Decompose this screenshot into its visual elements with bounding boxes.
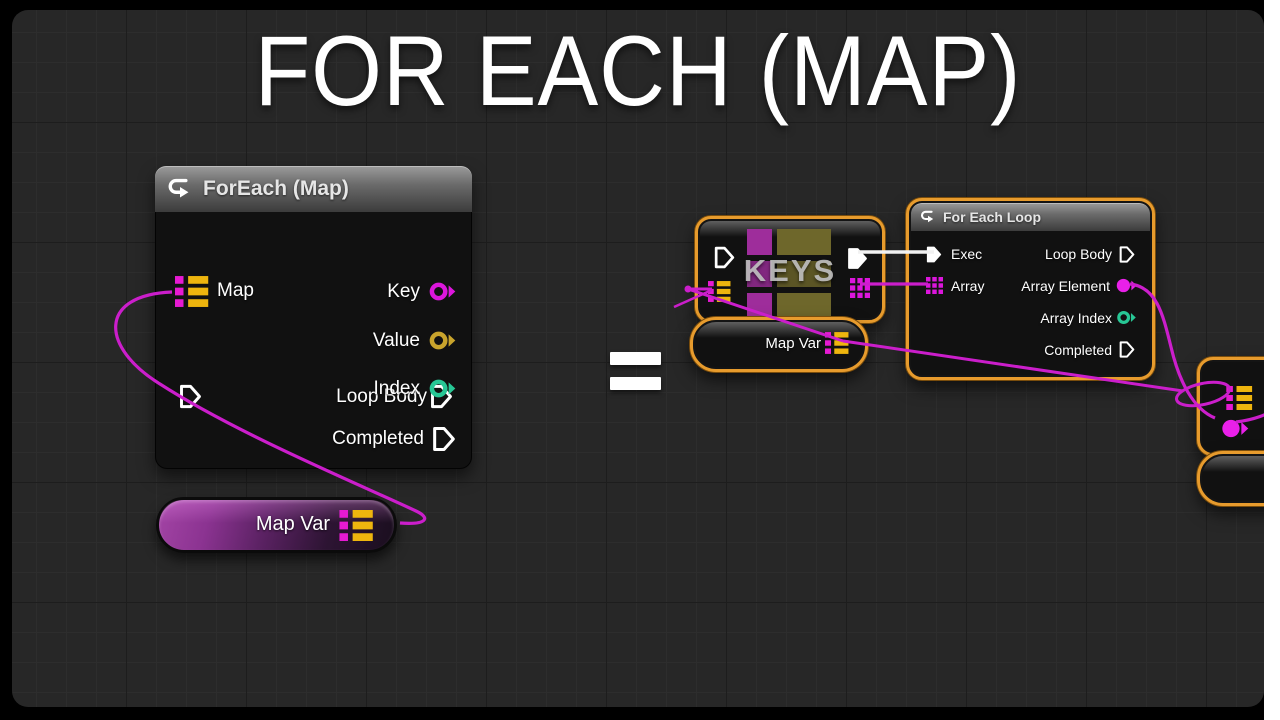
node-map-var-left[interactable]: Map Var: [156, 497, 397, 553]
value-pin-icon[interactable]: [428, 328, 457, 353]
keys-watermark-stripe: [777, 229, 831, 255]
connected-pin-icon[interactable]: [1220, 416, 1250, 441]
index-pin-icon[interactable]: [428, 376, 457, 401]
keys-watermark-stripe: [747, 261, 772, 287]
node-title: ForEach (Map): [203, 177, 349, 200]
node-map-var-right[interactable]: Map Var: [690, 317, 868, 372]
keys-watermark-text: KEYS: [743, 253, 837, 289]
map-var-label: Map Var: [765, 335, 821, 352]
page-right-margin: [1264, 0, 1280, 720]
keys-watermark-stripe: [777, 293, 831, 317]
equals-sign: [610, 352, 661, 390]
exec-output-pin-loop-body[interactable]: [1118, 245, 1136, 264]
node-title: For Each Loop: [943, 209, 1041, 225]
exec-input-pin[interactable]: [178, 383, 203, 410]
pin-label-exec: Exec: [951, 246, 983, 262]
map-input-pin-icon[interactable]: [708, 281, 731, 302]
keys-watermark-stripe: [777, 261, 831, 287]
pin-label-map: Map: [217, 280, 254, 301]
node-keys[interactable]: KEYS: [695, 216, 885, 323]
pin-label-key: Key: [387, 281, 420, 302]
exec-output-pin-completed[interactable]: [1118, 340, 1136, 359]
blueprint-graph-canvas[interactable]: FOR EACH (MAP) ForEach (Map) Loop Body M…: [12, 10, 1264, 707]
pin-label-array-index: Array Index: [1040, 310, 1112, 326]
pin-label-value: Value: [372, 330, 420, 351]
node-partial-right[interactable]: [1197, 357, 1264, 456]
pin-label-array-element: Array Element: [1021, 278, 1110, 294]
key-pin-icon[interactable]: [428, 279, 457, 304]
keys-watermark-stripe: [747, 293, 772, 317]
pin-label-array: Array: [951, 278, 985, 294]
pin-label-completed: Completed: [1044, 342, 1112, 358]
exec-output-pin[interactable]: [846, 246, 869, 271]
map-output-pin-icon[interactable]: [339, 510, 374, 541]
map-output-pin-icon[interactable]: [825, 332, 849, 354]
array-element-pin-icon[interactable]: [1115, 276, 1138, 295]
pin-label-loop-body: Loop Body: [1045, 246, 1112, 262]
node-header[interactable]: For Each Loop: [911, 203, 1150, 231]
map-pin-icon[interactable]: [175, 276, 209, 307]
array-index-pin-icon[interactable]: [1116, 309, 1137, 326]
keys-watermark-stripe: [747, 229, 772, 255]
pill-gloss: [1202, 456, 1264, 472]
wire-junction: [684, 285, 692, 293]
exec-input-pin[interactable]: [713, 245, 736, 270]
array-input-pin-icon[interactable]: [926, 277, 943, 294]
video-title: FOR EACH (MAP): [254, 15, 1022, 126]
exec-input-pin[interactable]: [925, 245, 943, 264]
exec-output-pin-completed[interactable]: [431, 425, 457, 453]
pin-label-index: Index: [373, 378, 420, 399]
node-partial-pill-right[interactable]: [1197, 451, 1264, 506]
array-output-pin-icon[interactable]: [850, 278, 870, 298]
node-foreach-map-header[interactable]: ForEach (Map): [155, 166, 472, 212]
pin-label-completed: Completed: [332, 428, 424, 449]
loop-icon: [167, 176, 193, 202]
map-input-pin-icon[interactable]: [1226, 386, 1253, 410]
loop-icon: [920, 209, 936, 225]
node-for-each-loop[interactable]: For Each Loop Exec Array Loop Body Array…: [906, 198, 1155, 380]
map-var-label: Map Var: [255, 513, 330, 535]
node-foreach-map[interactable]: ForEach (Map) Loop Body Map Key Value In…: [155, 166, 472, 469]
